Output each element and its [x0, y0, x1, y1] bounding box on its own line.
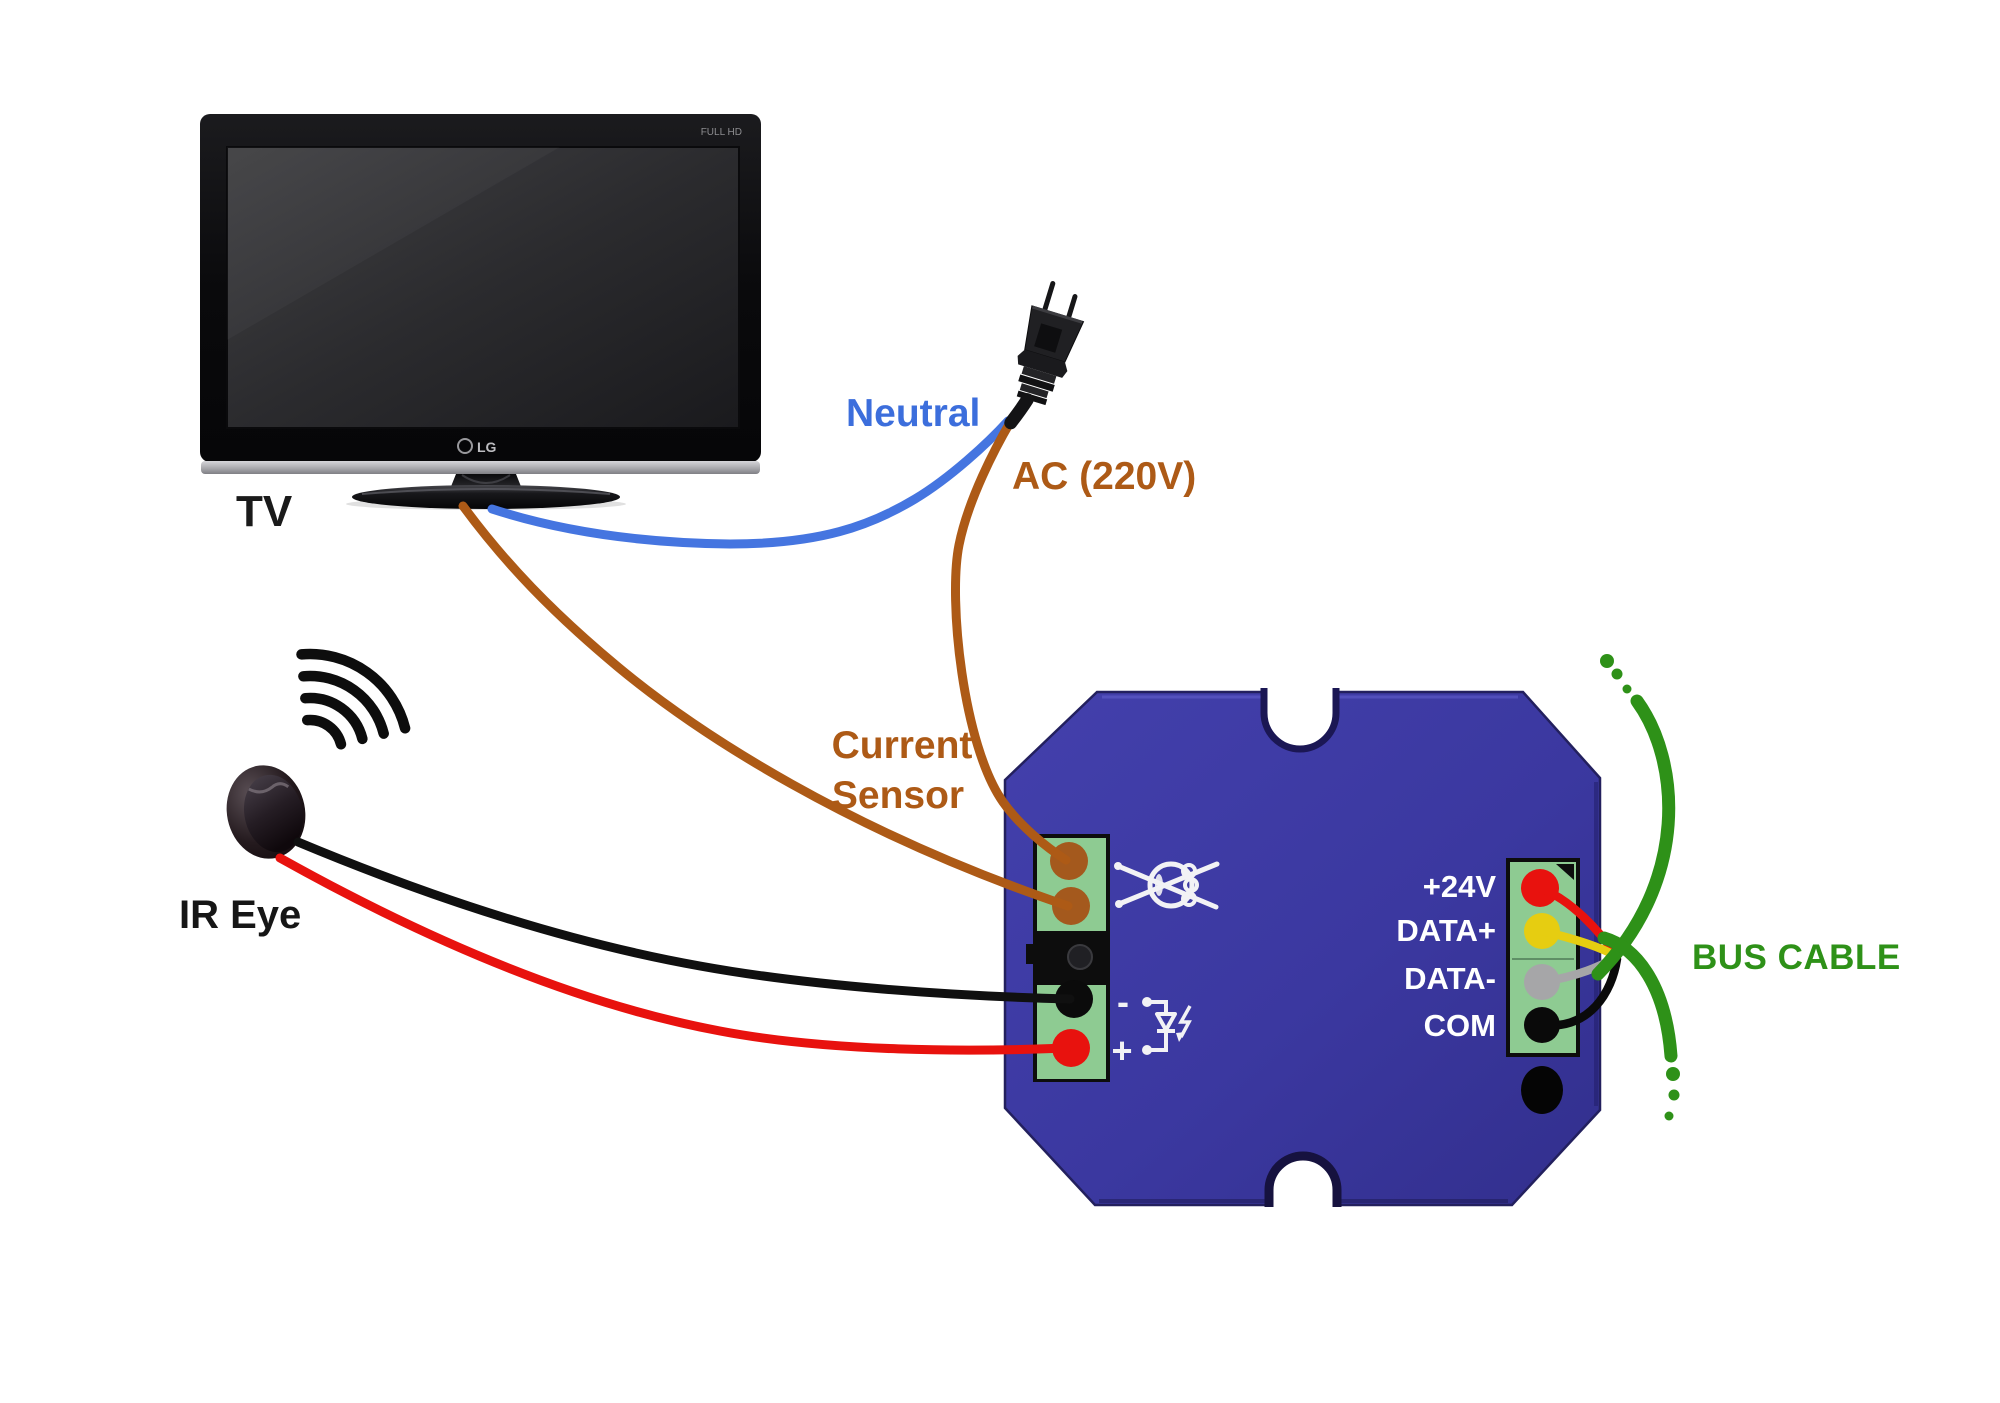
- knx-module: - + +24V DATA+ DATA- COM: [1003, 688, 1602, 1207]
- flash-icon: [1178, 1005, 1192, 1038]
- bus-wire-24v: [1535, 883, 1621, 960]
- terminal-label-data-plus: DATA+: [1396, 913, 1496, 948]
- tv-label: TV: [236, 487, 293, 536]
- bus-cable-lower-arc: [1597, 931, 1678, 1063]
- module-body: [1003, 690, 1602, 1207]
- ir-signal-arc-4: [296, 648, 411, 734]
- bus-dot-bottom-2: [1668, 1089, 1680, 1101]
- tv-bottom-trim: [201, 461, 760, 474]
- terminal-label-data-minus: DATA-: [1404, 961, 1496, 996]
- ir-signal-arc-3: [298, 670, 389, 739]
- ir-signal-icon: [296, 648, 411, 750]
- mounting-notch-top: [1260, 688, 1340, 753]
- bus-dot-top-2: [1611, 668, 1623, 680]
- ir-signal-arc-1: [301, 714, 347, 750]
- current-sensor-label-line1: Current: [832, 724, 973, 767]
- ir-input-plus-sign: +: [1111, 1030, 1132, 1071]
- bus-terminal-mark: [1556, 864, 1574, 880]
- ir-input-minus-sign: -: [1117, 981, 1129, 1022]
- current-transformer-icon: [1114, 861, 1220, 910]
- bus-cable: [1591, 654, 1680, 1121]
- optocoupler-icon: - +: [1111, 981, 1192, 1071]
- tv-stand-base-rim: [361, 488, 611, 495]
- mounting-notch-bottom: [1264, 1151, 1342, 1207]
- bus-dot-top-3: [1622, 684, 1632, 694]
- plug-prong-left: [1042, 281, 1056, 313]
- ir-eye-highlight: [248, 782, 290, 794]
- bus-cable-upper-arc: [1591, 694, 1676, 981]
- plug-prong-right: [1066, 294, 1078, 321]
- plug-cable: [1004, 393, 1034, 430]
- left-pcb-tab: [1026, 944, 1035, 964]
- ir-signal-arc-2: [300, 692, 368, 745]
- lg-logo-icon: [457, 438, 473, 454]
- bus-dot-top-1: [1600, 654, 1614, 668]
- terminal-label-24v: +24V: [1423, 869, 1497, 904]
- bus-wire-com: [1537, 954, 1622, 1030]
- ac-label: AC (220V): [1012, 455, 1196, 498]
- tv-screen: [226, 146, 740, 429]
- bus-dot-bottom-3: [1664, 1111, 1674, 1121]
- current-sensor-label-line2: Sensor: [832, 774, 964, 817]
- ac-live-wire: [951, 416, 1071, 865]
- power-plug-icon: [1004, 281, 1085, 430]
- tv: FULL HD LG: [200, 114, 761, 510]
- neutral-label: Neutral: [846, 392, 980, 435]
- terminal-label-com: COM: [1424, 1008, 1496, 1043]
- mounting-hole: [1521, 1066, 1563, 1114]
- program-button: [1067, 944, 1093, 970]
- ir-eye-red-wire: [275, 853, 1072, 1055]
- tv-fullhd-badge: FULL HD: [701, 127, 742, 138]
- bus-cable-label: BUS CABLE: [1692, 938, 1901, 977]
- neutral-wire: [487, 416, 1013, 549]
- ir-eye-dome: [226, 765, 306, 859]
- tv-stand-neck-highlight: [461, 474, 511, 484]
- ir-eye-black-wire: [293, 837, 1075, 1004]
- current-sensor-wire: [458, 501, 1073, 911]
- tv-brand-logo: LG: [477, 439, 497, 455]
- bus-dot-bottom-1: [1666, 1067, 1680, 1081]
- ir-eye-label: IR Eye: [179, 893, 301, 937]
